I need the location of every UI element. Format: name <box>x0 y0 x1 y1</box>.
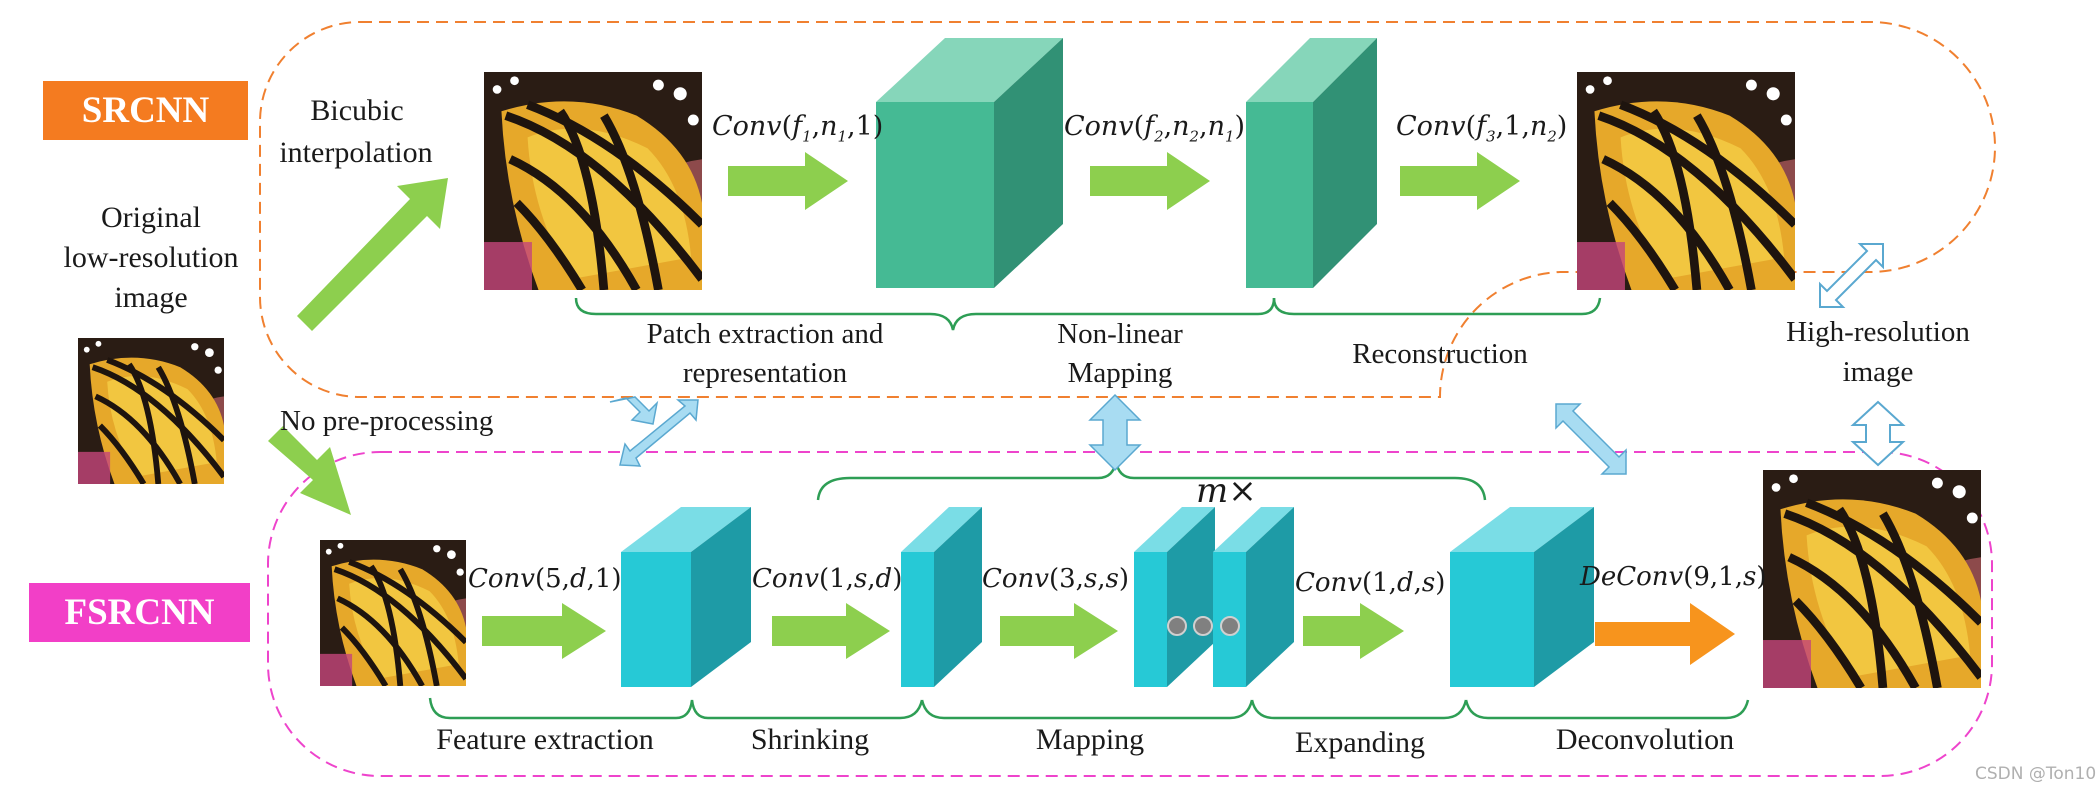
bicubic-label-line2: interpolation <box>279 136 433 169</box>
deconvolution-label: Deconvolution <box>1555 723 1735 756</box>
original-image-label-line2: low-resolution <box>63 241 239 274</box>
fsrcnn-stage-braces <box>428 697 1750 720</box>
fsrcnn-map-box-2 <box>1213 507 1294 687</box>
reconstruction-label: Reconstruction <box>1352 338 1528 370</box>
nonlinear-mapping-label-line2: Mapping <box>1067 357 1173 389</box>
compare-arrow-feature <box>609 396 659 425</box>
patch-extraction-label-line2: representation <box>682 357 848 389</box>
high-resolution-label-line1: High-resolution <box>1786 316 1970 348</box>
fsrcnn-arrow-4 <box>1303 603 1404 659</box>
srcnn-container <box>259 21 1996 398</box>
patch-extraction-label-line1: Patch extraction and <box>646 318 884 350</box>
fsrcnn-arrow-1 <box>482 603 606 659</box>
no-preprocessing-arrow <box>268 426 351 515</box>
srcnn-layer-2-box <box>1246 38 1377 288</box>
srcnn-tag: SRCNN <box>43 81 248 140</box>
srcnn-arrow-1 <box>728 152 848 210</box>
m-times-label: m× <box>1196 471 1257 511</box>
srcnn-layer-1-box <box>876 38 1063 288</box>
expanding-label: Expanding <box>1295 726 1425 759</box>
deconv-arrow <box>1595 603 1735 665</box>
mapping-loop-brace <box>816 459 1487 501</box>
shrinking-label: Shrinking <box>750 723 870 756</box>
bicubic-arrow <box>297 178 448 331</box>
compare-arrow-srcnn-output <box>1819 243 1884 308</box>
nonlinear-mapping-label-line1: Non-linear <box>1057 318 1183 350</box>
fsrcnn-expand-box <box>1450 507 1594 687</box>
fsrcnn-deconv-label: DeConv(9,1,s) <box>1580 562 1767 592</box>
no-preprocessing-label: No pre-processing <box>280 405 494 437</box>
srcnn-stage-braces <box>574 297 1602 331</box>
watermark: CSDN @Ton10 <box>1975 764 2097 784</box>
srcnn-arrow-2 <box>1090 152 1210 210</box>
fsrcnn-map-box-1 <box>1134 507 1215 687</box>
original-input-image <box>78 338 224 484</box>
fsrcnn-arrow-3 <box>1000 603 1118 659</box>
fsrcnn-feature-box <box>621 507 751 687</box>
fsrcnn-tag: FSRCNN <box>29 583 250 642</box>
fsrcnn-input-image <box>320 540 466 686</box>
fsrcnn-output-image <box>1763 470 1981 688</box>
compare-arrow-reconstruction <box>1555 403 1627 475</box>
fsrcnn-conv2-label: Conv(1,s,d) <box>752 564 903 594</box>
fsrcnn-shrink-box <box>901 507 982 687</box>
fsrcnn-conv3-label: Conv(3,s,s) <box>982 564 1130 594</box>
srcnn-conv1-label: Conv(f1,n1,1) <box>712 111 884 146</box>
fsrcnn-conv4-label: Conv(1,d,s) <box>1295 568 1446 598</box>
bicubic-label-line1: Bicubic <box>310 94 404 127</box>
feature-extraction-label: Feature extraction <box>436 723 654 756</box>
original-image-label-line1: Original <box>101 201 201 234</box>
srcnn-conv3-label: Conv(f3,1,n2) <box>1396 111 1568 146</box>
compare-arrow-mapping <box>1088 393 1142 472</box>
compare-arrow-feature-shape <box>619 399 699 467</box>
mapping-label: Mapping <box>1035 723 1145 756</box>
srcnn-arrow-3 <box>1400 152 1520 210</box>
srcnn-conv2-label: Conv(f2,n2,n1) <box>1064 111 1245 146</box>
mapping-ellipsis-dots <box>1167 616 1240 636</box>
compare-arrow-output <box>1850 400 1906 467</box>
srcnn-bicubic-image <box>484 72 702 290</box>
fsrcnn-conv1-label: Conv(5,d,1) <box>468 564 622 594</box>
original-image-label-line3: image <box>114 281 188 314</box>
high-resolution-label-line2: image <box>1842 356 1914 388</box>
srcnn-output-image <box>1577 72 1795 290</box>
fsrcnn-arrow-2 <box>772 603 890 659</box>
